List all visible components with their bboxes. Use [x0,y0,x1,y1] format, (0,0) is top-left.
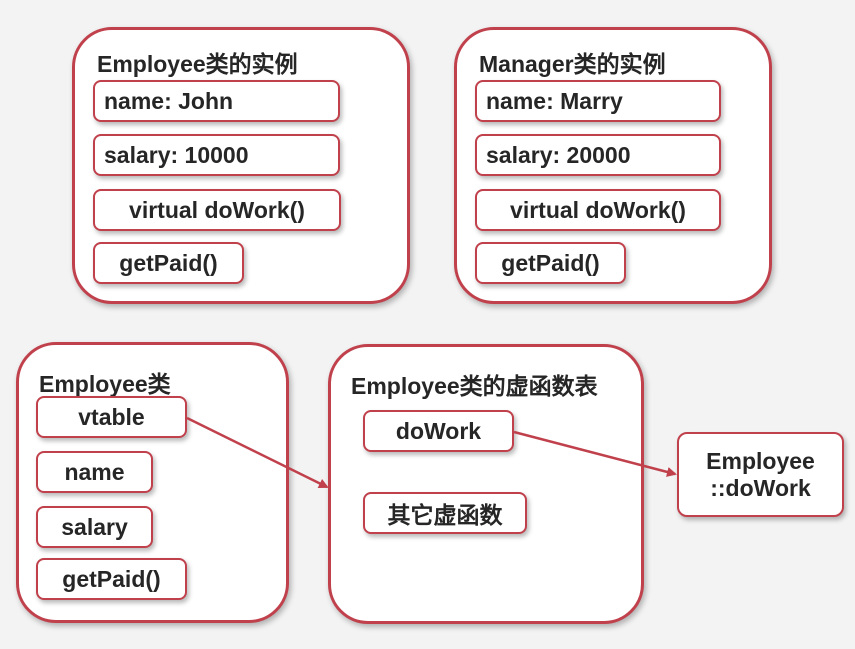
manager-instance-title: Manager类的实例 [479,51,666,77]
employee-dowork-line1: Employee [706,447,815,474]
employee-dowork-line2: ::doWork [710,474,811,501]
employee-class-title: Employee类 [39,371,171,397]
manager-instance-dowork-field: virtual doWork() [475,189,721,231]
employee-class-vtable-field: vtable [36,396,187,438]
employee-instance-name-field: name: John [93,80,340,122]
vtable-other-virtual-functions-entry: 其它虚函数 [363,492,527,534]
employee-class-name-field: name [36,451,153,493]
employee-class-salary-field: salary [36,506,153,548]
employee-instance-salary-field: salary: 10000 [93,134,340,176]
manager-instance-getpaid-field: getPaid() [475,242,626,284]
employee-class-getpaid-field: getPaid() [36,558,187,600]
employee-instance-title: Employee类的实例 [97,51,298,77]
employee-instance-getpaid-field: getPaid() [93,242,244,284]
employee-instance-dowork-field: virtual doWork() [93,189,341,231]
vtable-dowork-entry: doWork [363,410,514,452]
vtable-box: Employee类的虚函数表 [328,344,644,624]
employee-dowork-function-box: Employee ::doWork [677,432,844,517]
manager-instance-name-field: name: Marry [475,80,721,122]
vtable-title: Employee类的虚函数表 [351,373,598,399]
manager-instance-salary-field: salary: 20000 [475,134,721,176]
